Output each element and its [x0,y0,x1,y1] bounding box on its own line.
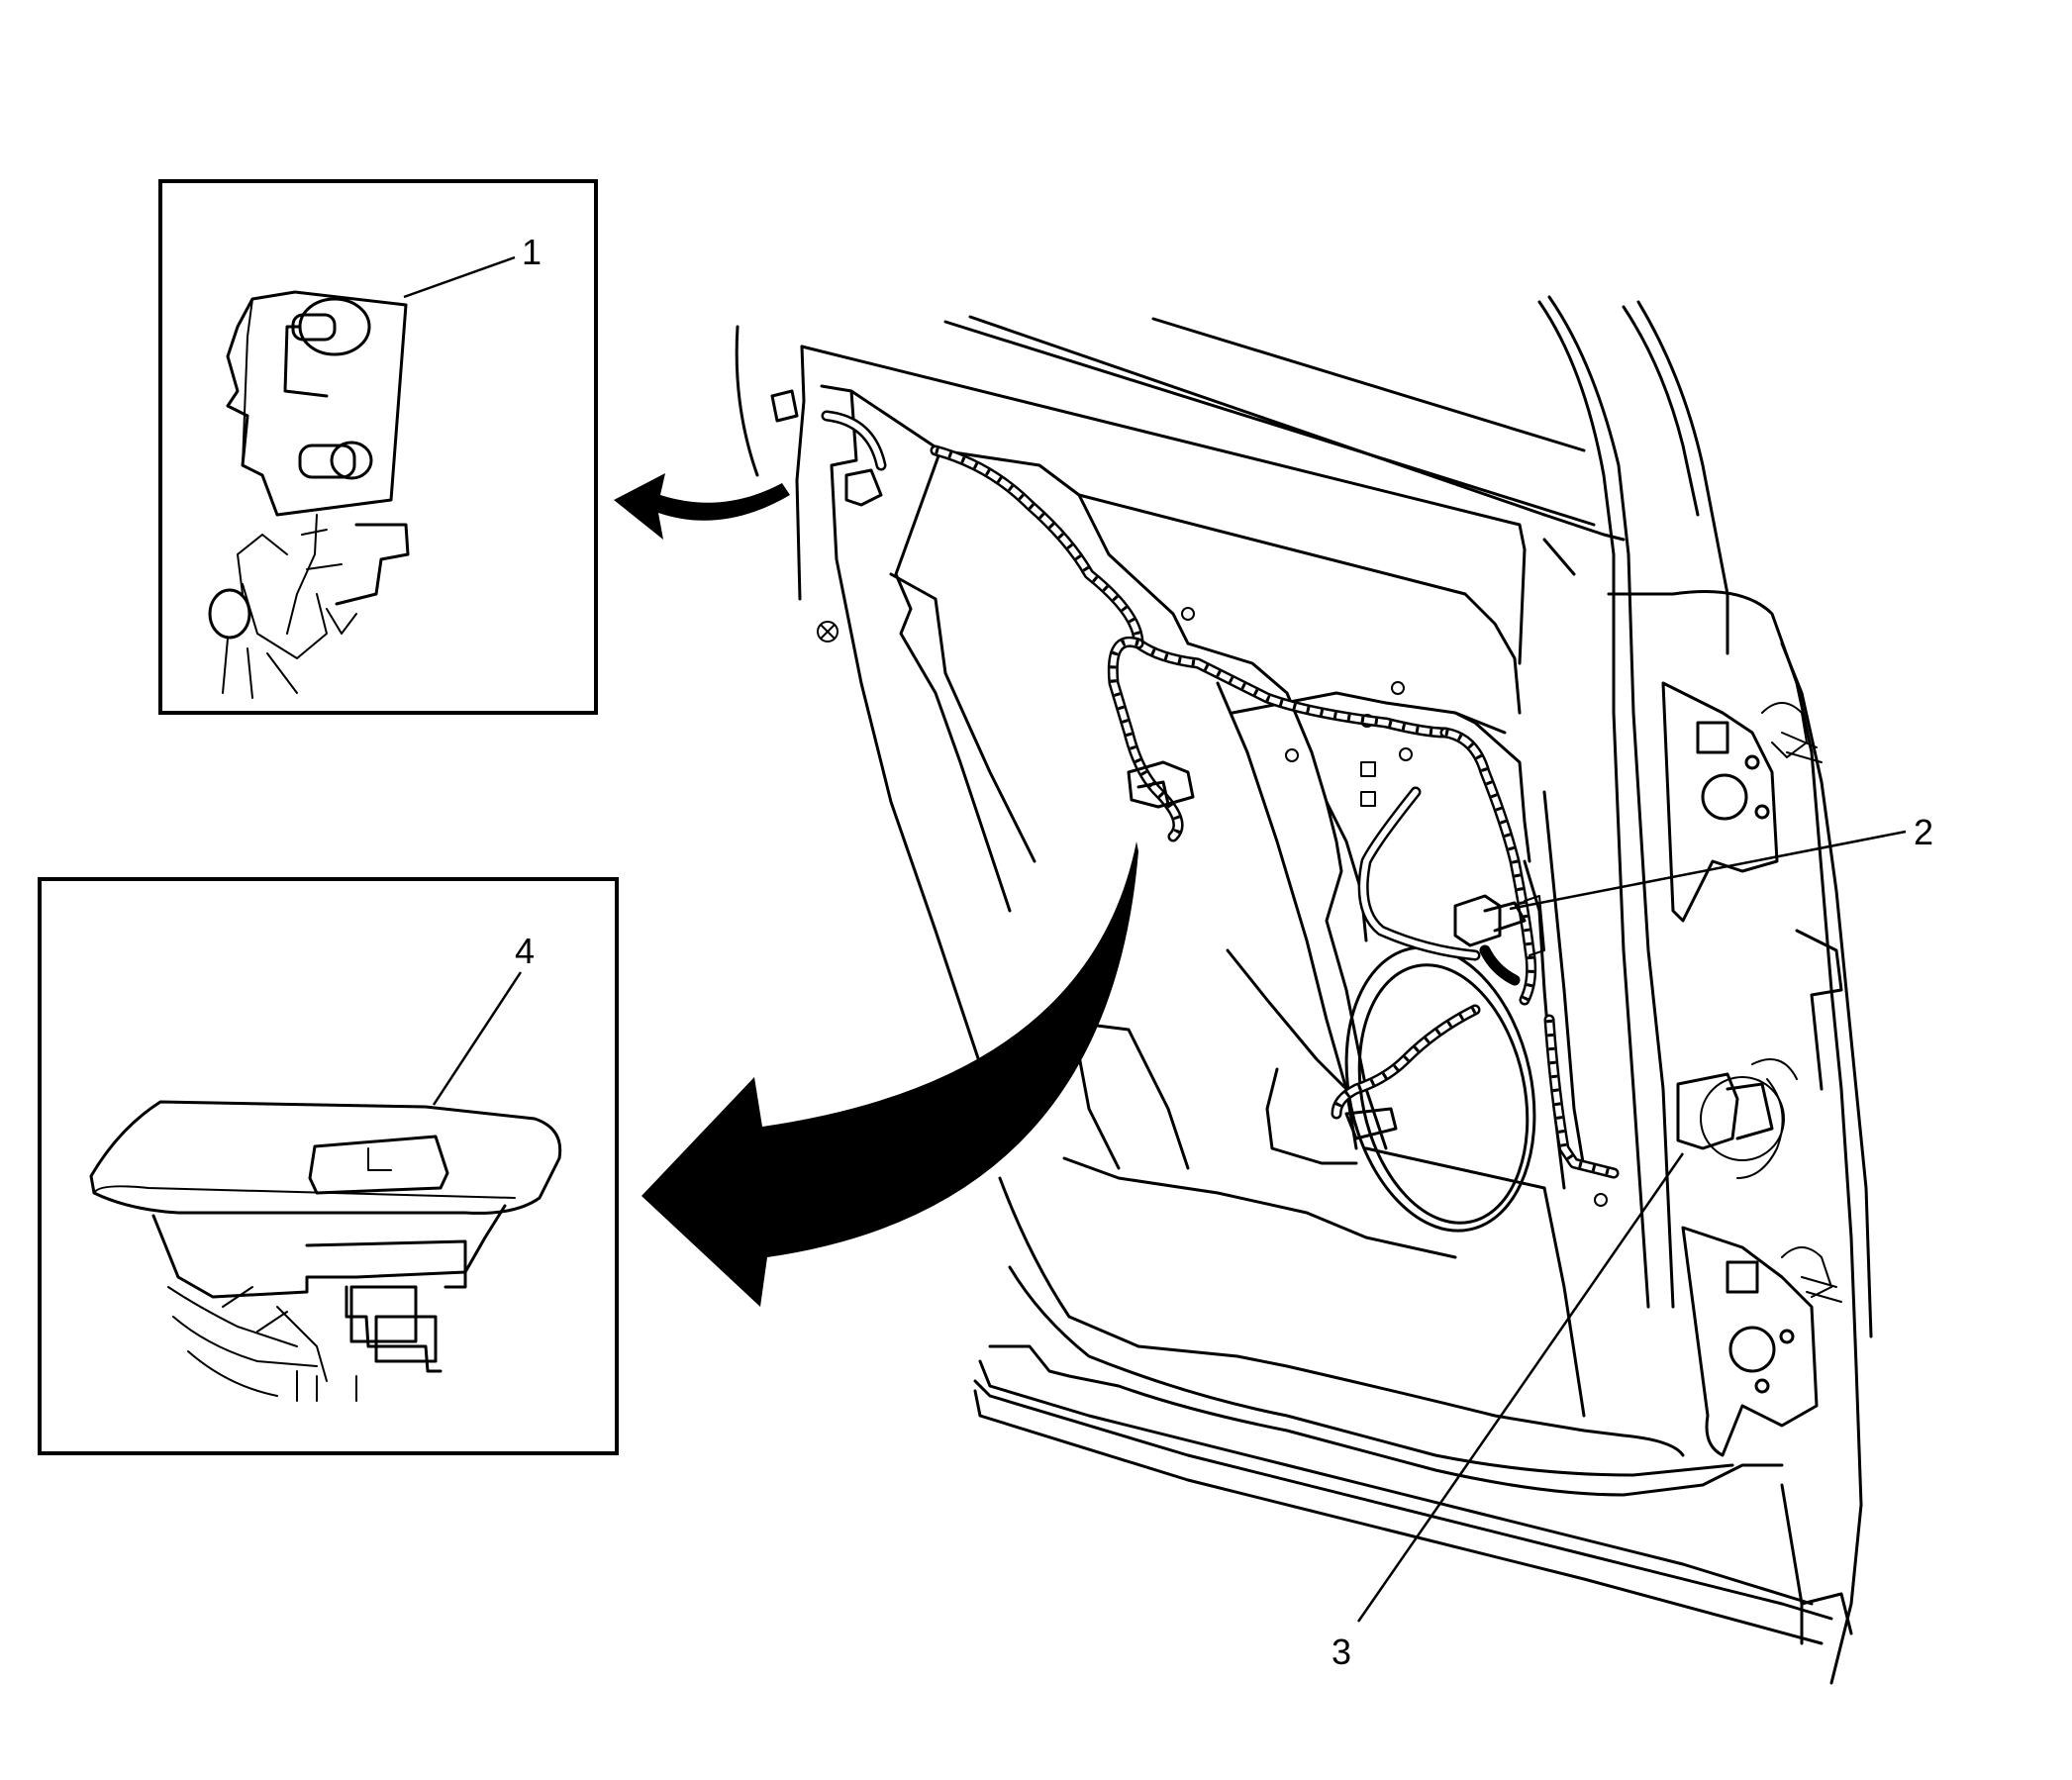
callout-3-label: 3 [1332,1632,1351,1672]
lower-hinge [1681,1226,1842,1457]
door-assembly [735,295,1873,1685]
arrow-to-switch-inset [641,841,1138,1307]
window-switch-harness-connector [1127,760,1195,809]
callout-1-label: 1 [522,232,542,272]
window-switch-drawing [89,1100,562,1402]
callout-4-leader [432,971,523,1106]
door-lock-actuator-drawing [208,290,410,699]
inset-box-lock-actuator [158,179,598,715]
connector-2 [1453,894,1545,956]
speaker-connector [1344,1107,1398,1140]
connector-3 [1676,1058,1798,1179]
callout-2-leader [1509,830,1907,911]
wiring-harness [821,410,1620,1179]
callout-3-leader [1356,1152,1685,1623]
callout-1-leader [403,255,516,299]
callout-2-label: 2 [1914,812,1933,852]
arrow-to-lock-inset [614,473,790,540]
upper-hinge [1661,681,1823,923]
inset-box-window-switch [38,877,619,1455]
callout-4-label: 4 [515,931,535,971]
